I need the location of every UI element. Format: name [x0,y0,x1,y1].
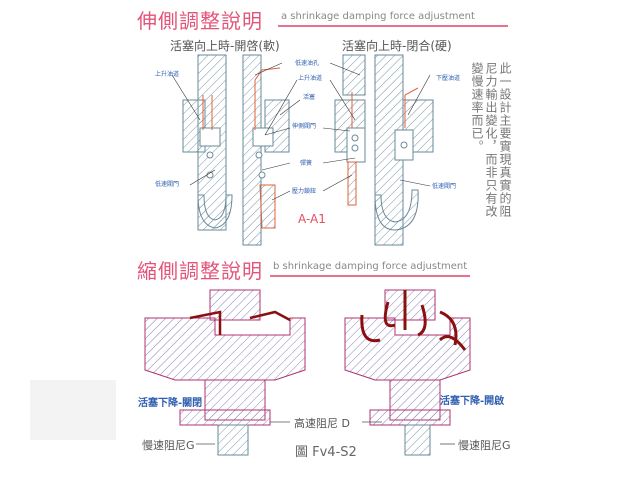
rebound-open-assembly [182,54,290,246]
figure-label-a: A-A1 [298,212,326,226]
left-heading: 活塞向上時-開啓(軟) [170,39,280,53]
left-state-label: 活塞下降-關閉 [138,398,203,409]
part-labels: 低速油孔 上升油道 上升油道 下壓油道 活塞 伸側閥門 彈簧 低速閥門 低速閥門… [155,59,460,195]
compression-open-assembly [344,289,471,456]
rebound-closed-assembly [334,54,434,246]
label-low-speed-valve-left: 低速閥門 [155,180,179,188]
section-b-subtitle: b shrinkage damping force adjustment [273,261,468,272]
label-up-channel-right: 上升油道 [298,74,322,82]
blank-patch [30,380,116,440]
section-a-underline [278,25,508,27]
note-column-1: 此一設計主要實現真實的阻 [498,62,512,218]
right-state-label: 活塞下降-開啟 [440,396,505,407]
slow-damping-left-label: 慢速阻尼G [142,439,195,452]
slow-damping-right-label: 慢速阻尼G [458,439,511,452]
section-a-subtitle: a shrinkage damping force adjustment [281,11,475,22]
label-pressure-knob: 壓力鎖鈕 [292,187,316,195]
compression-closed-assembly [144,289,306,456]
label-piston: 活塞 [303,93,315,101]
note-column-2: 尼力輸出變化，而非只有改 [484,62,498,218]
high-speed-damping-label: 高速阻尼 D [294,417,350,430]
section-b-title: 縮側調整說明 [137,259,263,283]
label-rebound-valve: 伸側閥門 [292,122,316,130]
label-low-speed-valve-right: 低速閥門 [432,182,456,190]
section-a-title: 伸側調整說明 [137,9,263,33]
label-down-channel: 下壓油道 [436,74,460,82]
label-up-channel-left: 上升油道 [155,70,179,78]
leader-lines-b [196,421,455,445]
label-low-speed-port: 低速油孔 [295,59,319,67]
figure-label-b: 圖 Fv4-S2 [295,445,357,460]
label-spring: 彈簧 [300,159,312,167]
right-heading: 活塞向上時-閉合(硬) [342,39,452,53]
note-column-3: 變慢速率而已。 [470,62,484,153]
leader-lines [171,62,431,201]
section-b-underline [270,275,470,277]
